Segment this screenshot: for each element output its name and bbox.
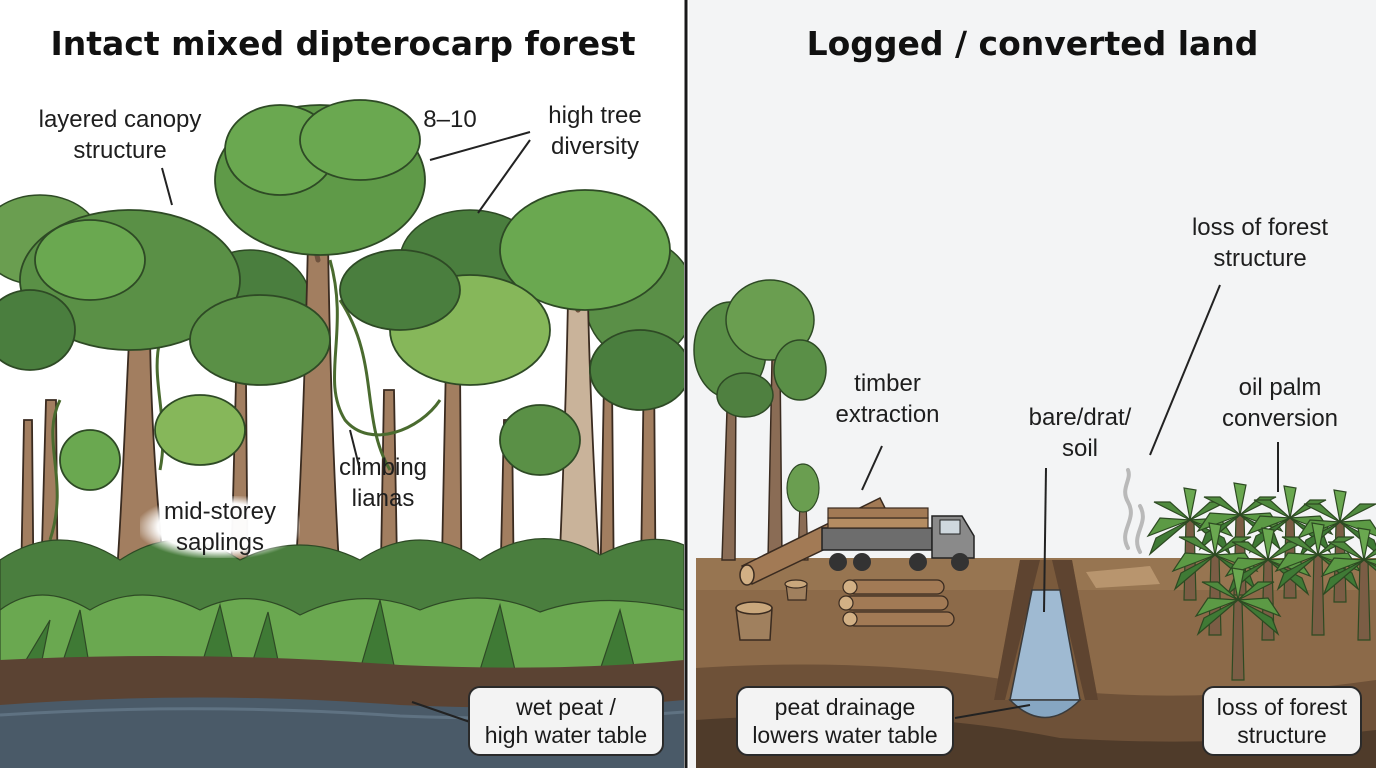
smoke-icon — [1123, 468, 1145, 554]
label-saplings: mid-storey saplings — [140, 496, 300, 558]
label-oil-palm: oil palm conversion — [1221, 374, 1339, 432]
label-lianas: climbing lianas — [338, 454, 428, 512]
label-loss-structure-bottom: loss of forest structure — [1202, 686, 1362, 756]
left-panel-scene — [0, 99, 684, 768]
bare-patch — [1086, 566, 1160, 588]
label-loss-structure-top: loss of forest structure — [1191, 214, 1329, 272]
log-pile-icon — [838, 579, 955, 627]
left-panel-title: Intact mixed dipterocarp forest — [50, 24, 636, 63]
label-diversity: high tree diversity — [548, 102, 642, 160]
lianas — [48, 259, 442, 541]
label-bare-soil: bare/drat/ soil — [1028, 404, 1132, 462]
label-peat-drainage: peat drainage lowers water table — [736, 686, 954, 756]
understory — [0, 538, 684, 671]
label-canopy: layered canopy structure — [38, 106, 202, 164]
label-timber-extraction: timber extraction — [835, 370, 940, 428]
log-truck-icon — [821, 507, 975, 571]
label-wet-peat: wet peat / high water table — [468, 686, 664, 756]
right-panel-title: Logged / converted land — [806, 24, 1259, 63]
tree-stump-icon — [735, 579, 808, 641]
drainage-ditch — [994, 560, 1098, 719]
left-leader-lines — [161, 131, 531, 723]
right-leader-lines — [861, 284, 1279, 719]
label-tree-count: 8–10 — [423, 106, 477, 133]
